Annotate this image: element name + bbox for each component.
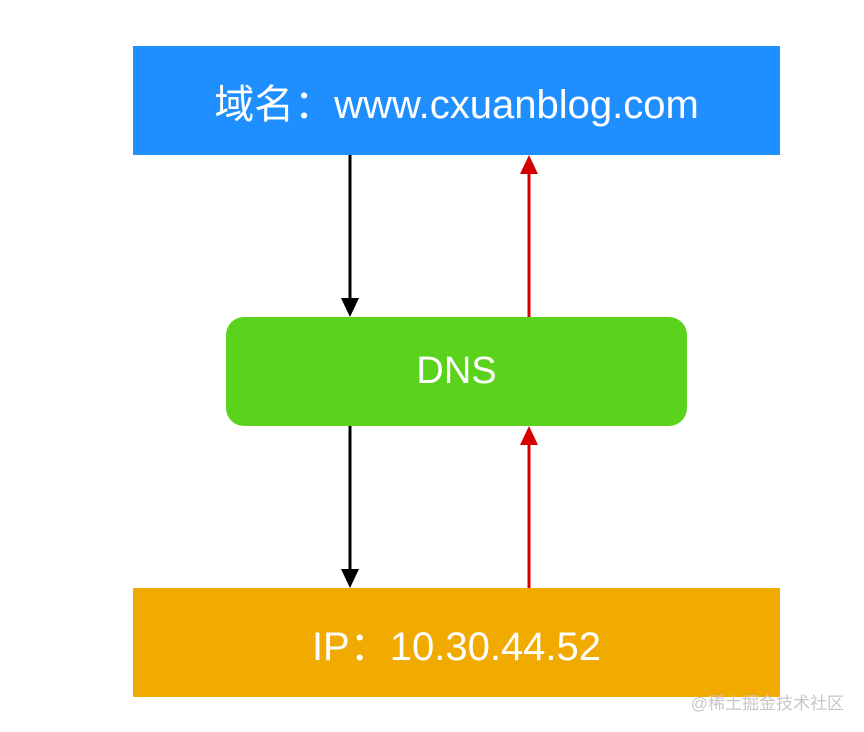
dns-label: DNS (416, 350, 497, 392)
arrow-dns-to-domain (520, 155, 538, 317)
domain-node: 域名：www.cxuanblog.com (133, 46, 780, 155)
arrow-dns-to-ip (341, 426, 359, 588)
arrow-ip-to-dns (520, 426, 538, 588)
ip-label: IP：10.30.44.52 (311, 624, 602, 669)
ip-node: IP：10.30.44.52 (133, 588, 780, 697)
arrow-domain-to-dns (341, 155, 359, 317)
domain-label: 域名：www.cxuanblog.com (214, 82, 699, 127)
watermark: @稀土掘金技术社区 (690, 694, 844, 713)
dns-node: DNS (226, 317, 687, 426)
